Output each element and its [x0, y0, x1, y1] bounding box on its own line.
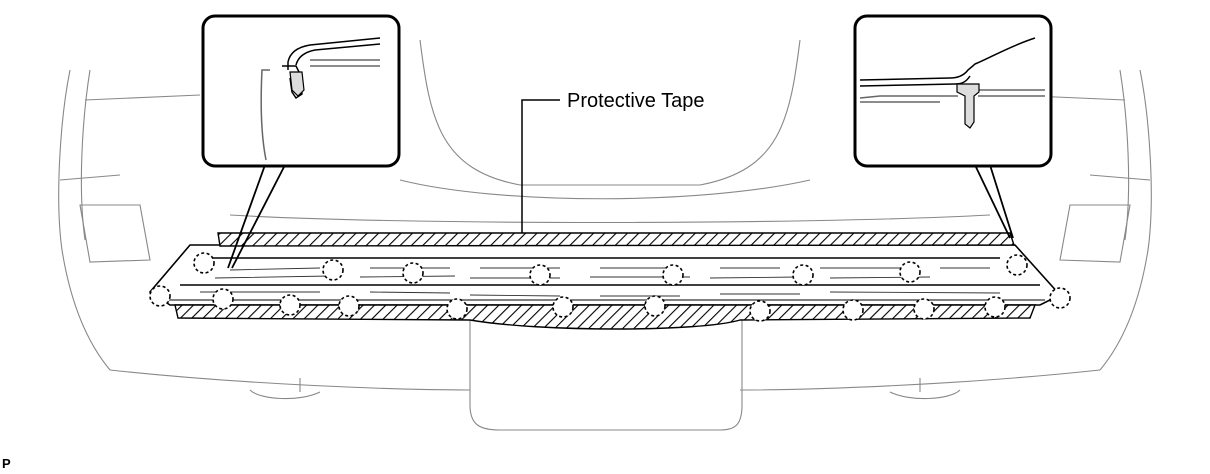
clip-marker — [662, 264, 684, 286]
clip-marker — [842, 299, 864, 321]
right-detail-view — [853, 14, 1053, 239]
clip-marker — [193, 252, 215, 274]
clip-marker — [402, 262, 424, 284]
bumper-ribs — [200, 267, 1001, 297]
bumper-cover — [148, 244, 1062, 306]
clip-marker — [552, 296, 574, 318]
clip-marker — [644, 295, 666, 317]
vehicle-body-outline — [58, 39, 1152, 431]
left-detail-view — [201, 14, 401, 269]
protective-tape-strips — [174, 232, 1037, 330]
clip-marker — [149, 285, 171, 307]
clip-marker — [792, 264, 814, 286]
clip-marker — [1049, 287, 1071, 309]
clip-marker — [212, 288, 234, 310]
clip-marker — [338, 295, 360, 317]
clip-markers — [149, 252, 1071, 322]
clip-marker — [913, 298, 935, 320]
clip-marker — [279, 294, 301, 316]
clip-marker — [1006, 254, 1028, 276]
tape-callout-leader — [521, 99, 560, 233]
clip-marker — [984, 296, 1006, 318]
corner-mark: P — [2, 456, 11, 471]
protective-tape-label: Protective Tape — [567, 90, 705, 112]
clip-marker — [322, 259, 344, 281]
clip-marker — [529, 264, 551, 286]
clip-marker — [899, 261, 921, 283]
clip-marker — [749, 300, 771, 322]
clip-marker — [446, 298, 468, 320]
